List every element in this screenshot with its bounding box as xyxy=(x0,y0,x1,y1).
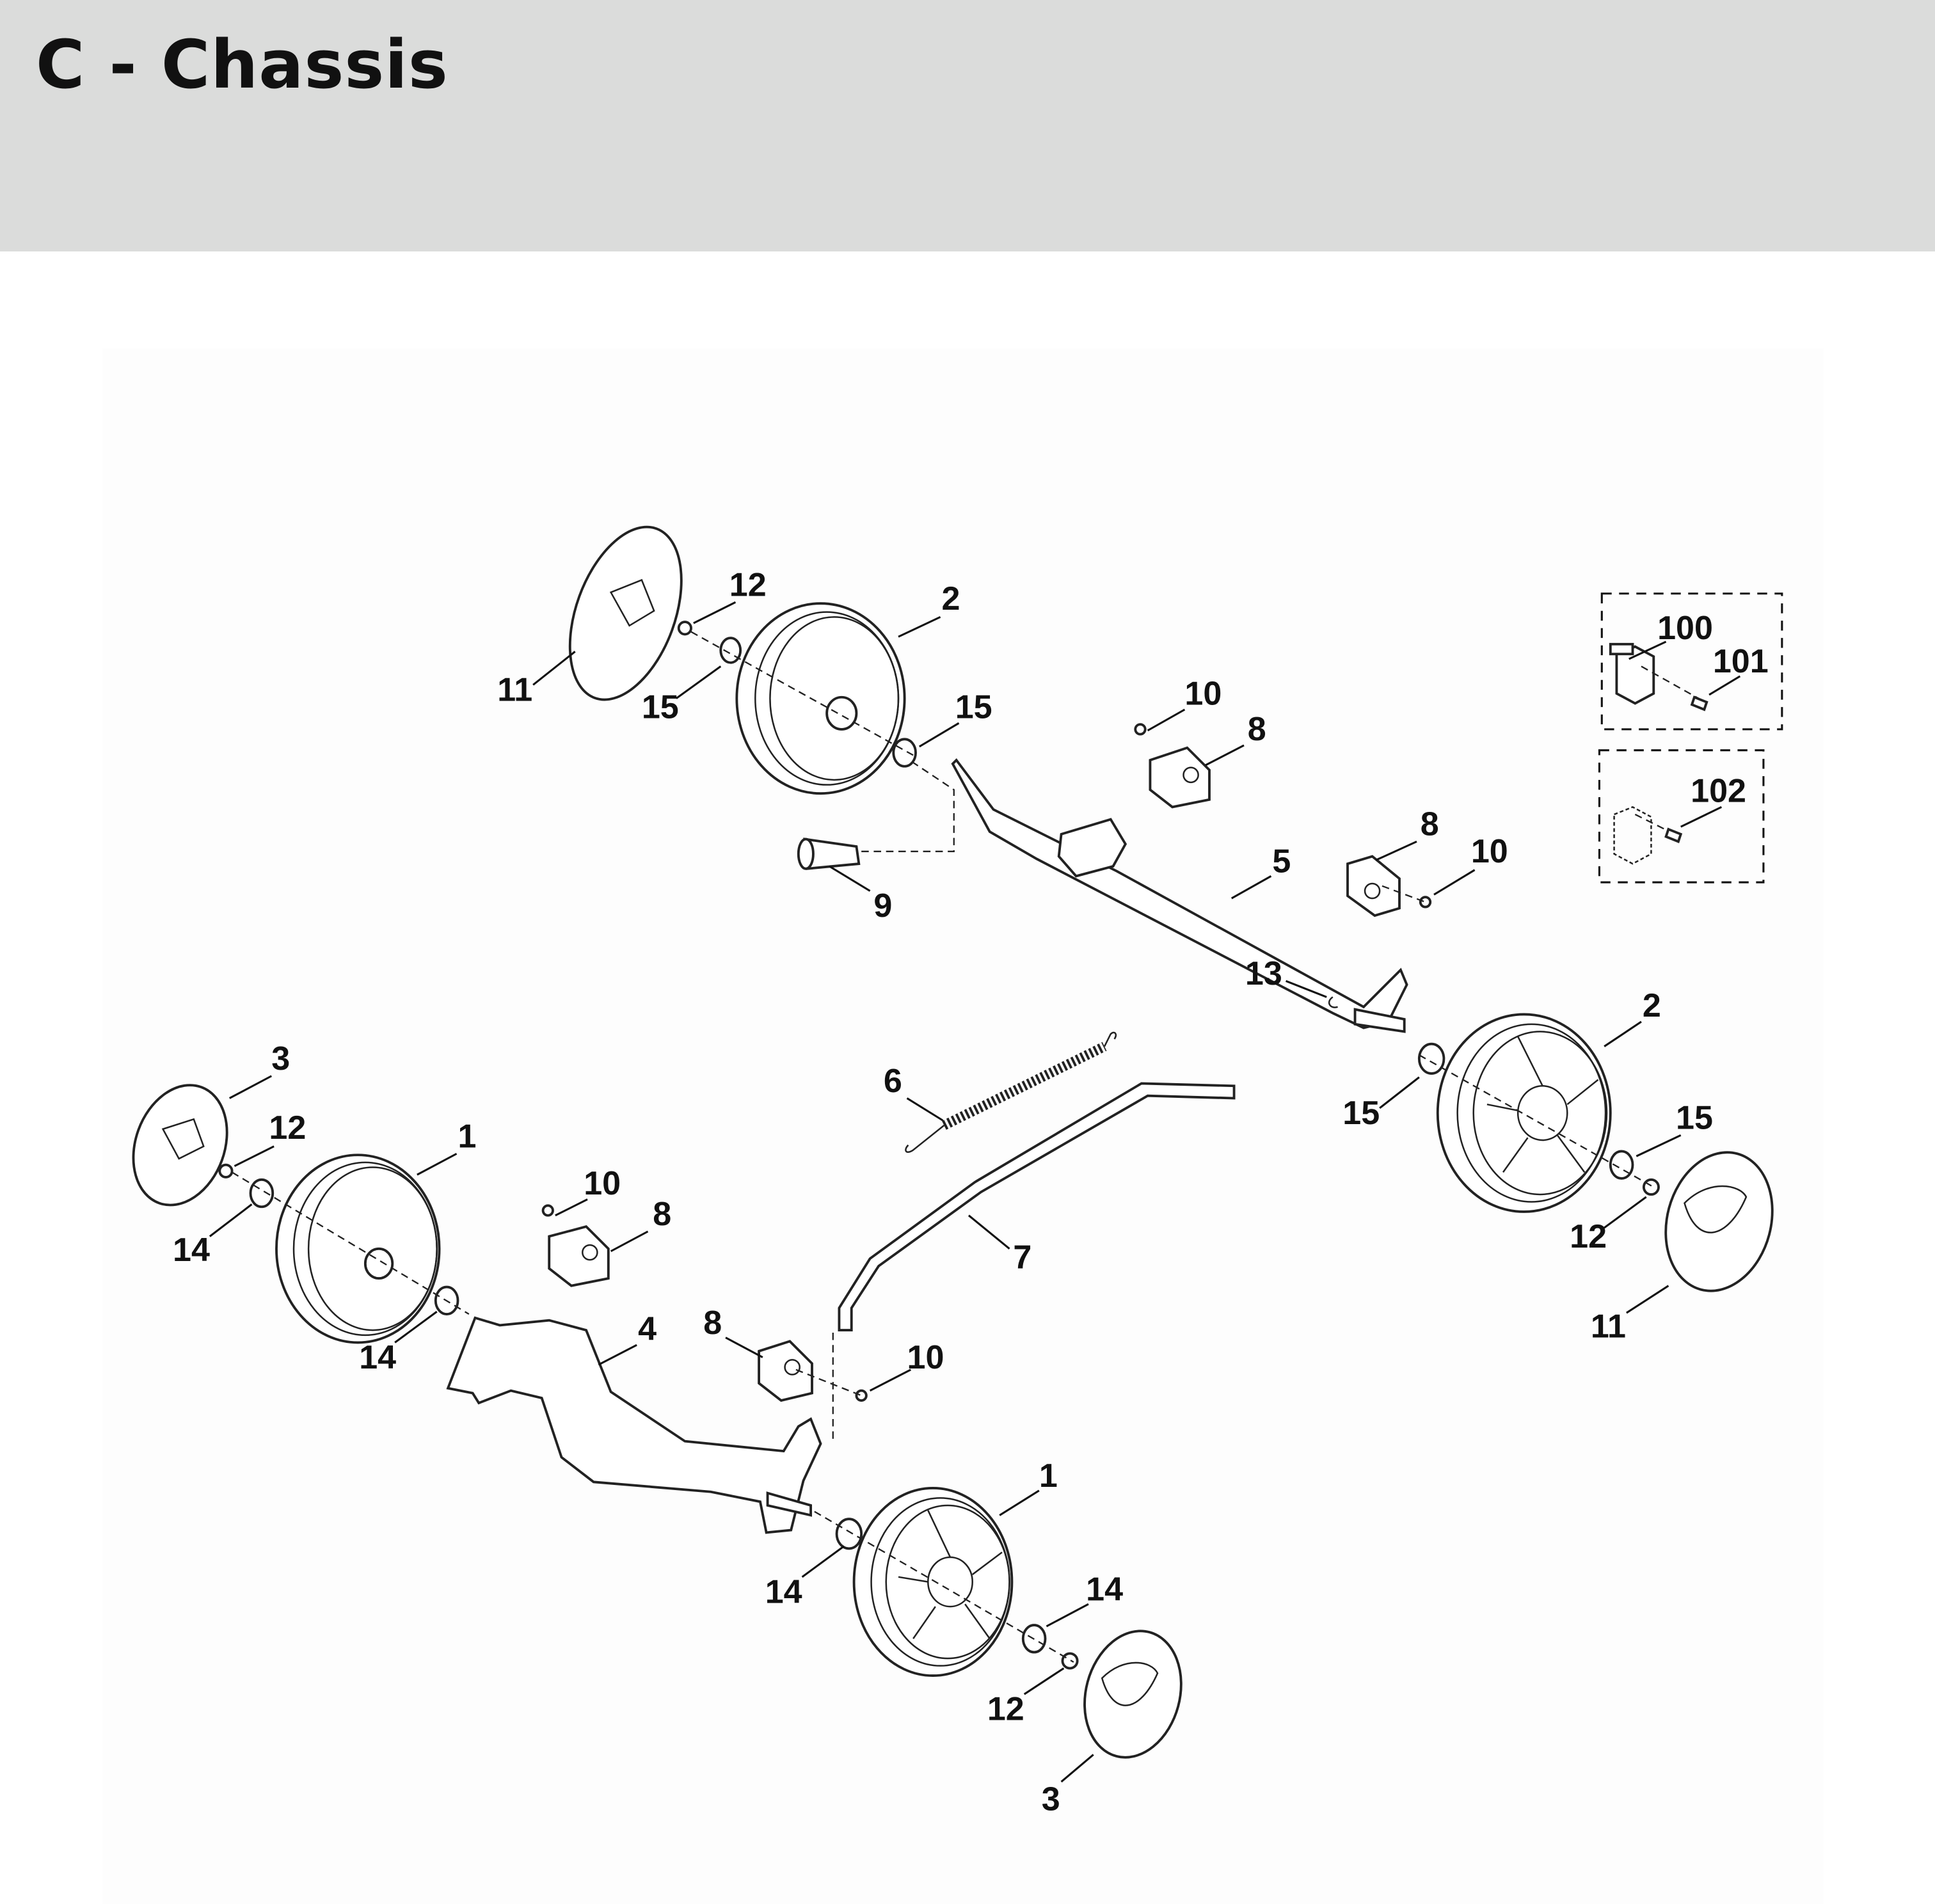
screw-10-top xyxy=(1134,723,1147,736)
wheel-2-right xyxy=(1436,1013,1612,1213)
label-3: 3 xyxy=(1042,1781,1060,1818)
label-2: 2 xyxy=(942,580,960,617)
rear-axle-5 xyxy=(951,758,1408,1033)
label-5: 5 xyxy=(1272,843,1291,880)
nut-12-top xyxy=(677,621,692,636)
page-title: C - Chassis xyxy=(36,26,449,104)
wheel-2-top xyxy=(735,602,906,795)
label-11: 11 xyxy=(497,672,532,709)
bracket-8-left xyxy=(548,1225,610,1287)
hubcap-3-left xyxy=(132,1084,228,1207)
label-100: 100 xyxy=(1657,610,1713,647)
label-101: 101 xyxy=(1713,643,1769,680)
label-2: 2 xyxy=(1643,987,1661,1024)
hubcap-3-front xyxy=(1083,1630,1182,1759)
front-axle-4 xyxy=(446,1316,822,1534)
wheel-1-front xyxy=(852,1487,1014,1678)
label-11: 11 xyxy=(1591,1308,1626,1345)
label-9: 9 xyxy=(873,887,892,924)
label-8: 8 xyxy=(703,1305,722,1342)
label-6: 6 xyxy=(884,1063,902,1100)
label-10: 10 xyxy=(1184,675,1222,712)
rod-7 xyxy=(838,1082,1236,1332)
label-8: 8 xyxy=(1421,806,1439,843)
bearing-14-left xyxy=(249,1178,275,1209)
spring-6 xyxy=(905,1031,1117,1153)
label-15: 15 xyxy=(642,689,679,726)
nut-12-left xyxy=(218,1163,234,1178)
bracket-8-top xyxy=(1149,746,1211,809)
label-14: 14 xyxy=(173,1232,210,1269)
label-12: 12 xyxy=(987,1691,1024,1728)
nut-12-front xyxy=(1061,1652,1079,1670)
label-13: 13 xyxy=(1245,955,1282,992)
bearing-15-right xyxy=(1417,1042,1445,1075)
screw-10-center xyxy=(855,1389,868,1402)
hubcap-11-top xyxy=(568,525,683,701)
label-15: 15 xyxy=(1676,1100,1713,1137)
label-7: 7 xyxy=(1013,1239,1031,1276)
label-10: 10 xyxy=(1471,833,1508,870)
nut-12-right xyxy=(1642,1178,1660,1196)
label-8: 8 xyxy=(1248,711,1266,748)
label-8: 8 xyxy=(653,1196,671,1233)
clip-13 xyxy=(1328,996,1338,1008)
bearing-14-front xyxy=(835,1518,863,1550)
label-15: 15 xyxy=(955,689,992,726)
optional-part-box-102 xyxy=(1598,749,1765,884)
leader-lines xyxy=(209,601,1741,1783)
label-3: 3 xyxy=(271,1040,290,1077)
label-10: 10 xyxy=(907,1339,944,1376)
label-12: 12 xyxy=(1570,1218,1607,1255)
label-14: 14 xyxy=(1086,1571,1123,1608)
label-4: 4 xyxy=(638,1311,657,1348)
bracket-8-right xyxy=(1346,855,1401,917)
label-12: 12 xyxy=(729,567,767,604)
label-15: 15 xyxy=(1342,1095,1380,1132)
label-12: 12 xyxy=(269,1109,306,1146)
optional-part-box-100 xyxy=(1600,592,1783,731)
label-1: 1 xyxy=(1039,1457,1058,1495)
screw-10-left xyxy=(541,1204,554,1217)
label-14: 14 xyxy=(765,1573,802,1610)
wheel-1-left xyxy=(275,1154,441,1344)
bracket-8-center xyxy=(758,1340,813,1402)
grip-9 xyxy=(797,837,861,870)
hubcap-11-right xyxy=(1664,1151,1774,1292)
header-bar: C - Chassis xyxy=(0,0,1935,251)
screw-10-right xyxy=(1419,896,1432,908)
label-1: 1 xyxy=(458,1118,477,1155)
label-10: 10 xyxy=(584,1165,621,1202)
label-102: 102 xyxy=(1691,773,1746,810)
bearing-15-top-b xyxy=(892,738,917,768)
label-14: 14 xyxy=(359,1339,396,1376)
